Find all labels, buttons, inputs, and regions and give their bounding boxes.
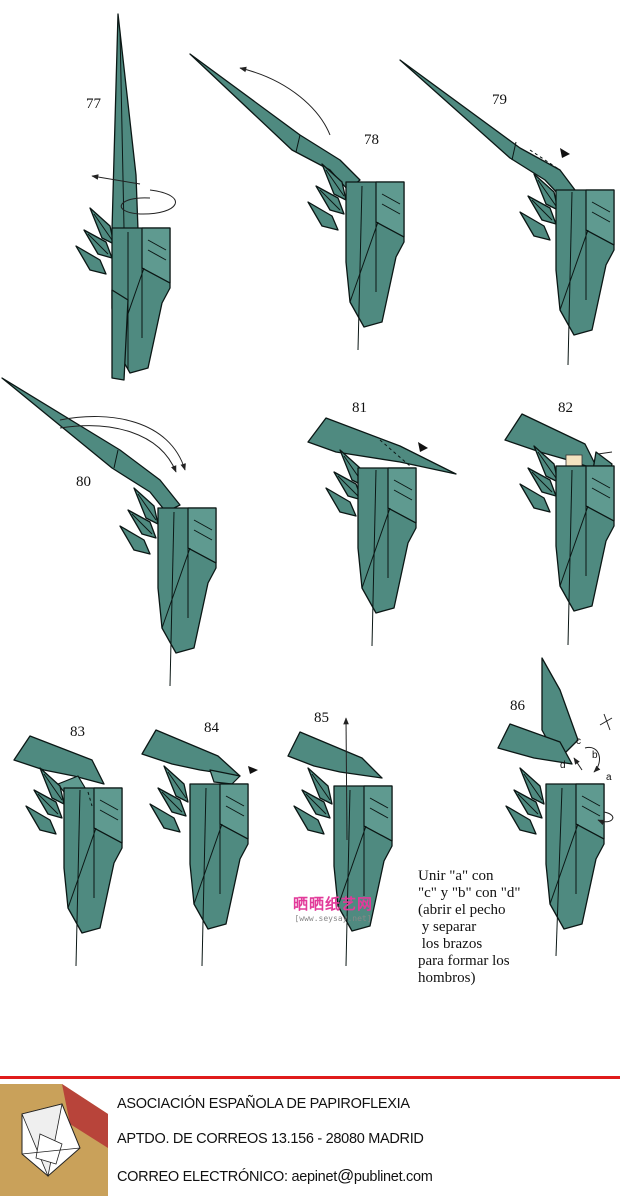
instruction-line: "c" y "b" con "d" (418, 885, 521, 901)
aep-logo-mark (0, 1084, 108, 1196)
watermark-title: 晒晒纸艺网 (293, 895, 374, 913)
step-82-figure (504, 413, 615, 646)
step-number: 86 (510, 698, 525, 714)
push-arrow-icon (418, 442, 428, 452)
instruction-line: Unir "a" con (418, 868, 494, 884)
step-number: 83 (70, 724, 85, 740)
watermark: 晒晒纸艺网 [www.seysay.net] (293, 893, 373, 923)
instruction-line: hombros) (418, 970, 476, 986)
step-78-figure (189, 53, 405, 351)
footer-email: CORREO ELECTRÓNICO: aepinet@publinet.com (117, 1166, 433, 1186)
step-84-figure (141, 729, 258, 967)
footer-association-name: ASOCIACIÓN ESPAÑOLA DE PAPIROFLEXIA (117, 1096, 410, 1112)
watermark-url: [www.seysay.net] (294, 914, 372, 923)
footer-email-domain: publinet.com (353, 1169, 433, 1185)
instruction-line: y separar (418, 919, 477, 935)
step-number: 81 (352, 400, 367, 416)
step-number: 79 (492, 92, 507, 108)
step-86-instruction: Unir "a" con "c" y "b" con "d" (abrir el… (418, 868, 568, 987)
step-77-figure (75, 13, 176, 381)
footer-divider (0, 1076, 620, 1079)
footer-email-prefix: CORREO ELECTRÓNICO: aepinet (117, 1169, 337, 1185)
step-80-figure (1, 377, 217, 687)
step-number: 78 (364, 132, 379, 148)
step-number: 80 (76, 474, 91, 490)
fold-letter-c: c (576, 736, 581, 747)
step-86-figure (497, 657, 614, 957)
fold-letter-d: d (560, 760, 566, 771)
step-number: 85 (314, 710, 329, 726)
step-85-figure (287, 717, 393, 967)
step-number: 84 (204, 720, 219, 736)
footer-email-at: @ (336, 1166, 354, 1185)
push-arrow-icon (560, 148, 570, 158)
step-79-figure (399, 59, 615, 366)
footer-address: APTDO. DE CORREOS 13.156 - 28080 MADRID (117, 1131, 424, 1147)
instruction-line: los brazos (418, 936, 483, 952)
fold-letter-b: b (592, 750, 598, 761)
step-number: 82 (558, 400, 573, 416)
step-81-figure (307, 417, 457, 647)
fold-letter-a: a (606, 772, 612, 783)
step-number: 77 (86, 96, 101, 112)
push-arrow-icon (248, 766, 258, 774)
instruction-line: para formar los (418, 953, 510, 969)
instruction-line: (abrir el pecho (418, 902, 506, 918)
step-83-figure (13, 735, 123, 967)
